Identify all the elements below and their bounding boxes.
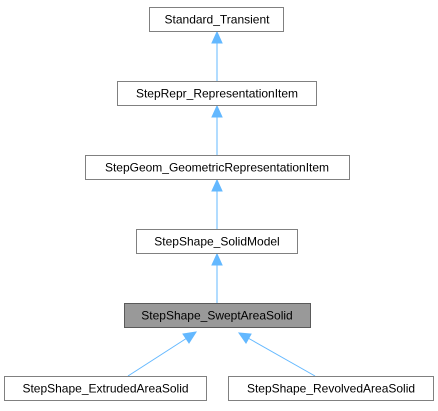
node-solid-model[interactable]: StepShape_SolidModel bbox=[136, 229, 298, 254]
node-label: StepShape_RevolvedAreaSolid bbox=[247, 382, 415, 396]
edge-swept-area-solid-to-solid-model bbox=[211, 252, 223, 303]
edges bbox=[127, 30, 316, 377]
edge-geometric-item-to-representation-item bbox=[211, 104, 223, 155]
edge-solid-model-to-geometric-item bbox=[211, 178, 223, 229]
node-extruded-area-solid[interactable]: StepShape_ExtrudedAreaSolid bbox=[4, 376, 207, 401]
node-label: StepShape_ExtrudedAreaSolid bbox=[22, 382, 188, 396]
arrowhead-icon bbox=[211, 104, 223, 118]
node-label: StepGeom_GeometricRepresentationItem bbox=[105, 161, 329, 175]
edge-representation-item-to-standard-transient bbox=[211, 30, 223, 81]
arrowhead-icon bbox=[237, 332, 252, 344]
arrowhead-icon bbox=[211, 252, 223, 266]
node-label: StepRepr_RepresentationItem bbox=[136, 87, 298, 101]
node-revolved-area-solid[interactable]: StepShape_RevolvedAreaSolid bbox=[228, 376, 434, 401]
node-swept-area-solid[interactable]: StepShape_SweptAreaSolid bbox=[124, 303, 311, 328]
node-representation-item[interactable]: StepRepr_RepresentationItem bbox=[117, 81, 317, 106]
arrowhead-icon bbox=[182, 331, 198, 344]
arrowhead-icon bbox=[211, 178, 223, 192]
node-standard-transient[interactable]: Standard_Transient bbox=[149, 7, 284, 32]
edge-extruded-to-swept-area-solid bbox=[127, 331, 198, 377]
node-label: StepShape_SweptAreaSolid bbox=[141, 309, 292, 323]
node-label: Standard_Transient bbox=[165, 13, 271, 27]
edge-revolved-to-swept-area-solid bbox=[237, 332, 316, 377]
node-geometric-representation-item[interactable]: StepGeom_GeometricRepresentationItem bbox=[85, 155, 350, 180]
node-label: StepShape_SolidModel bbox=[154, 235, 279, 249]
arrowhead-icon bbox=[211, 30, 223, 44]
